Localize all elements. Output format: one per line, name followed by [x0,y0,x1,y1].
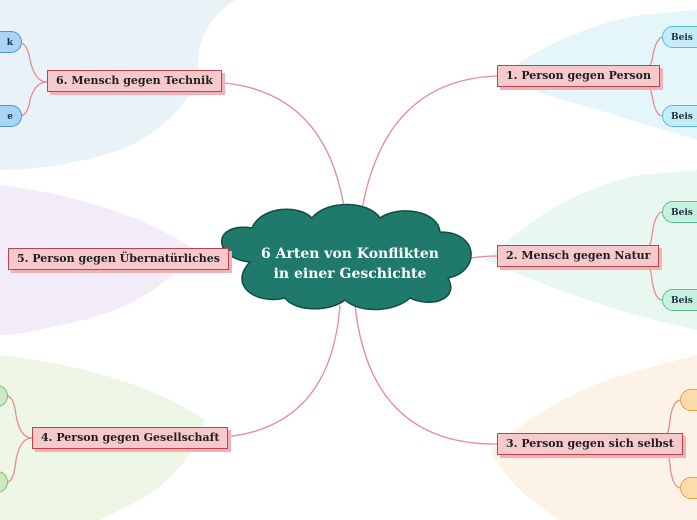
leaf-person-1[interactable]: Beis [662,26,697,48]
leaf-selbst-1[interactable] [680,389,697,411]
central-topic-line1: 6 Arten von Konflikten [261,246,439,262]
central-cloud [221,203,472,311]
central-topic[interactable]: 6 Arten von Konflikten in einer Geschich… [250,244,450,284]
leaf-person-2[interactable]: Beis [662,105,697,127]
leaf-natur-1[interactable]: Beis [662,201,697,223]
topic-person-gegen-uebernatuerliches[interactable]: 5. Person gegen Übernatürliches [8,248,229,270]
topic-mensch-gegen-natur[interactable]: 2. Mensch gegen Natur [497,245,660,267]
leaf-natur-2[interactable]: Beis [662,289,697,311]
leaf-technik-1[interactable]: k [0,31,22,53]
leaf-selbst-2[interactable] [680,477,697,499]
leaf-technik-2[interactable]: e [0,105,22,127]
topic-person-gegen-person[interactable]: 1. Person gegen Person [497,65,660,87]
topic-mensch-gegen-technik[interactable]: 6. Mensch gegen Technik [47,70,222,92]
central-topic-line2: in einer Geschichte [273,266,427,282]
topic-person-gegen-sich-selbst[interactable]: 3. Person gegen sich selbst [497,433,683,455]
topic-person-gegen-gesellschaft[interactable]: 4. Person gegen Gesellschaft [32,427,229,449]
